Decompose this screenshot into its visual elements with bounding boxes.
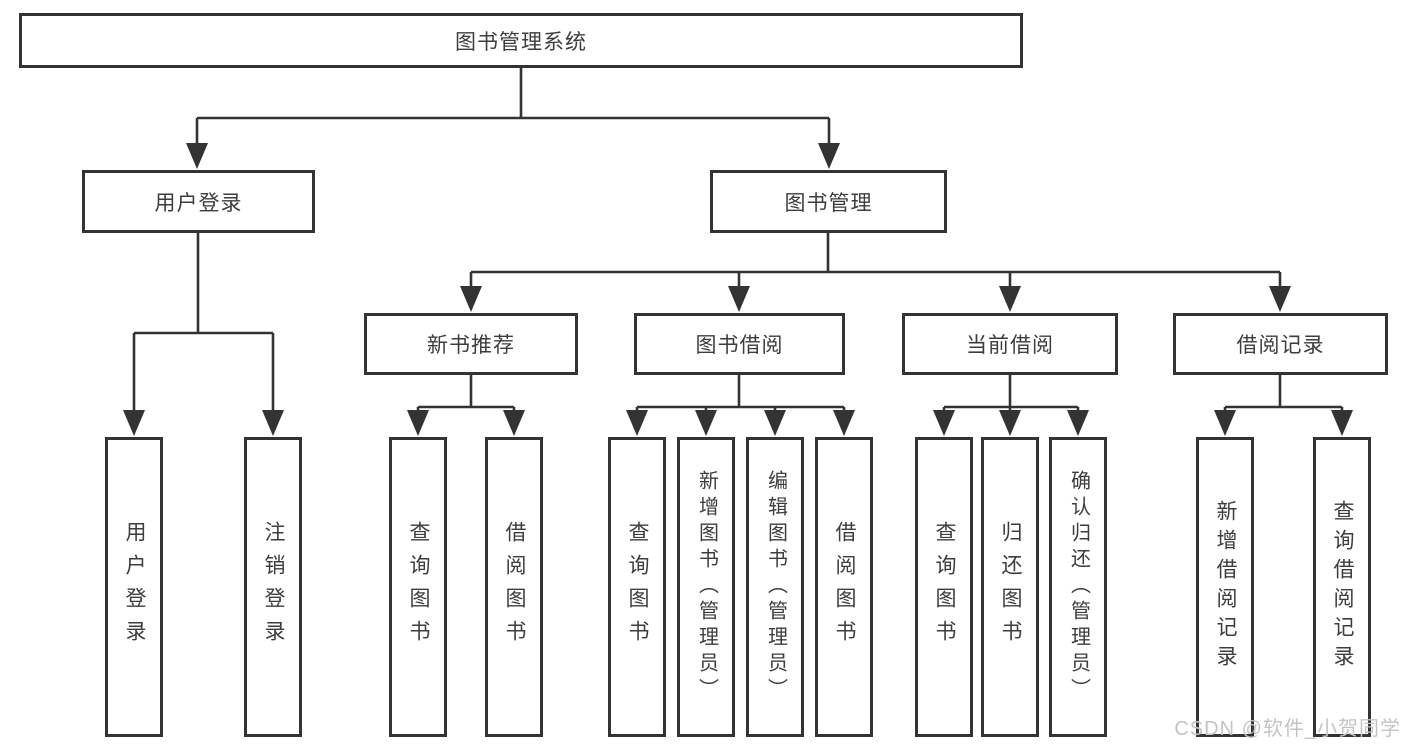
arrowhead [123,410,145,436]
node-current-borrowing: 当前借阅 [902,313,1118,375]
leaf-label: 新增借阅记录 [1214,500,1238,674]
arrowhead [999,286,1021,312]
arrowhead [460,286,482,312]
node-user-login: 用户登录 [82,170,315,233]
arrowhead [503,410,525,436]
leaf-label: 归还图书 [999,521,1023,653]
connector-login-bar [134,233,273,335]
leaf-add-book-admin: 新增图书（管理员） [677,437,735,737]
leaf-label: 用户登录 [123,521,147,653]
arrowhead [728,286,750,312]
connector-mgmt-bar [471,233,1280,274]
connector-current-bar [944,375,1078,409]
leaf-label: 新增图书（管理员） [695,470,718,704]
leaf-query-borrow-record: 查询借阅记录 [1313,437,1371,737]
leaf-edit-book-admin: 编辑图书（管理员） [746,437,804,737]
arrowhead [1331,410,1353,436]
node-borrow-records: 借阅记录 [1173,313,1388,375]
arrowhead [933,410,955,436]
leaf-return-books: 归还图书 [981,437,1039,737]
csdn-watermark: CSDN @软件_小贺同学 [1174,718,1401,740]
leaf-label: 查询图书 [626,521,650,653]
connector-recommend-bar [418,375,514,409]
node-book-borrowing: 图书借阅 [634,313,845,375]
node-new-book-recommend: 新书推荐 [364,313,578,375]
arrowhead [818,143,840,169]
leaf-query-books-recommend: 查询图书 [389,437,447,737]
connector-root-bar [197,68,829,120]
arrowhead [999,410,1021,436]
node-book-management: 图书管理 [710,170,947,233]
leaf-logout: 注销登录 [244,437,302,737]
connector-records-bar [1225,375,1342,409]
arrowhead [186,143,208,169]
connector-borrowing-bar [637,375,844,409]
arrowhead [833,410,855,436]
leaf-borrow-books-borrowing: 借阅图书 [815,437,873,737]
leaf-query-books-borrowing: 查询图书 [608,437,666,737]
leaf-confirm-return-admin: 确认归还（管理员） [1049,437,1107,737]
arrowhead [1214,410,1236,436]
leaf-label: 借阅图书 [503,521,527,653]
leaf-add-borrow-record: 新增借阅记录 [1196,437,1254,737]
leaf-label: 注销登录 [262,521,286,653]
arrowhead [1269,286,1291,312]
leaf-label: 确认归还（管理员） [1067,470,1090,704]
leaf-label: 查询图书 [407,521,431,653]
leaf-label: 查询图书 [933,521,957,653]
arrowhead [764,410,786,436]
leaf-label: 借阅图书 [833,521,857,653]
arrowhead [262,410,284,436]
leaf-user-login: 用户登录 [105,437,163,737]
node-root-system: 图书管理系统 [19,13,1023,68]
leaf-borrow-books-recommend: 借阅图书 [485,437,543,737]
arrowhead [1067,410,1089,436]
leaf-label: 查询借阅记录 [1331,500,1355,674]
arrowhead [407,410,429,436]
arrowhead [626,410,648,436]
leaf-query-books-current: 查询图书 [915,437,973,737]
arrowhead [695,410,717,436]
leaf-label: 编辑图书（管理员） [764,470,787,704]
